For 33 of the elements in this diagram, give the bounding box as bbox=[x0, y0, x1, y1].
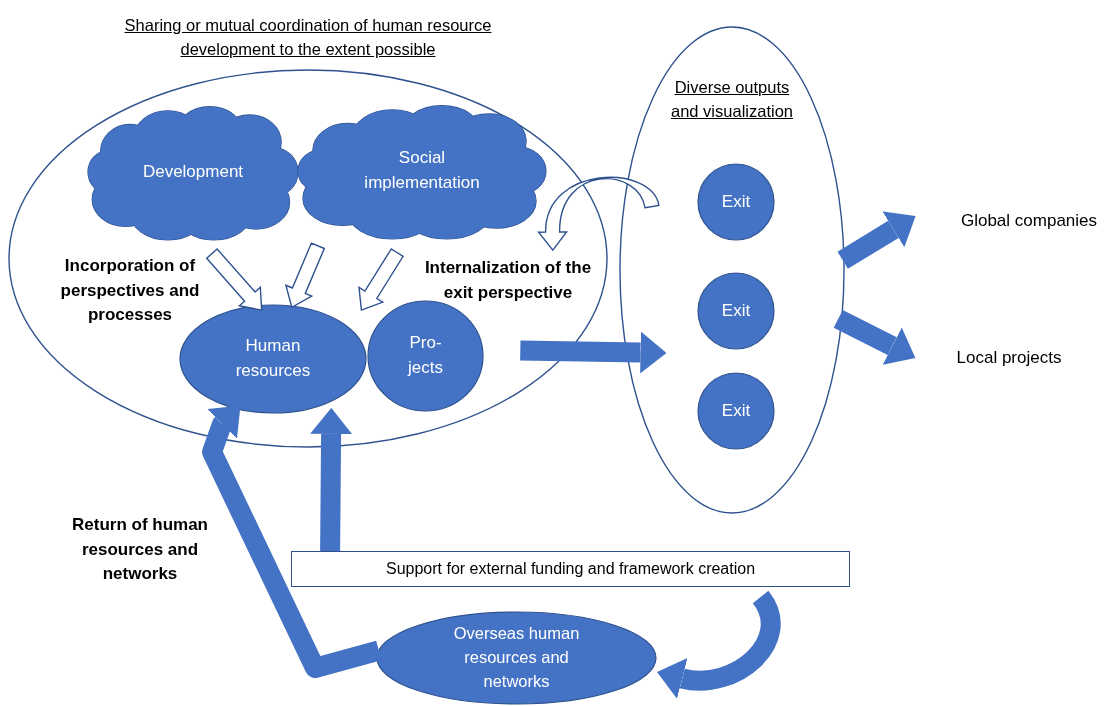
text-label: Local projects bbox=[944, 343, 1074, 373]
ellipse-node bbox=[376, 611, 657, 705]
node-label: Support for external funding and framework creation bbox=[385, 559, 756, 580]
hollow-arrow bbox=[358, 247, 405, 312]
hollow-arrow bbox=[537, 176, 660, 251]
hollow-arrow bbox=[205, 248, 263, 311]
block-arrow bbox=[837, 211, 916, 269]
block-arrow bbox=[202, 405, 382, 678]
node-label: Development bbox=[142, 160, 244, 183]
circle-node bbox=[697, 272, 775, 350]
node-label: Exit bbox=[721, 190, 751, 213]
annotation-text: Internalization of the exit perspective bbox=[423, 257, 593, 304]
ellipse-node bbox=[179, 304, 367, 414]
annotation-text: Incorporation of perspectives and processes bbox=[59, 255, 201, 327]
heading: Diverse outputs and visualization bbox=[670, 77, 794, 122]
text-label: Global companies bbox=[948, 206, 1110, 236]
circle-node bbox=[367, 300, 484, 412]
oval-region bbox=[619, 26, 845, 514]
node-label: Overseas human resources and networks bbox=[452, 623, 581, 692]
node-label: Pro- jects bbox=[406, 332, 444, 379]
rectangle-box bbox=[291, 551, 850, 587]
heading: Sharing or mutual coordination of human resource development to the extent possible bbox=[123, 15, 493, 60]
block-arrow bbox=[520, 331, 667, 374]
block-arrow bbox=[833, 309, 916, 365]
node-label: Exit bbox=[721, 399, 751, 422]
node-label: Human resources bbox=[234, 335, 312, 382]
hollow-arrow bbox=[284, 242, 326, 309]
circle-node bbox=[697, 163, 775, 241]
block-arrow bbox=[310, 407, 353, 552]
circle-node bbox=[697, 372, 775, 450]
annotation-text: Return of human resources and networks bbox=[71, 514, 209, 586]
node-label: Social implementation bbox=[363, 147, 481, 194]
node-label: Exit bbox=[721, 299, 751, 322]
